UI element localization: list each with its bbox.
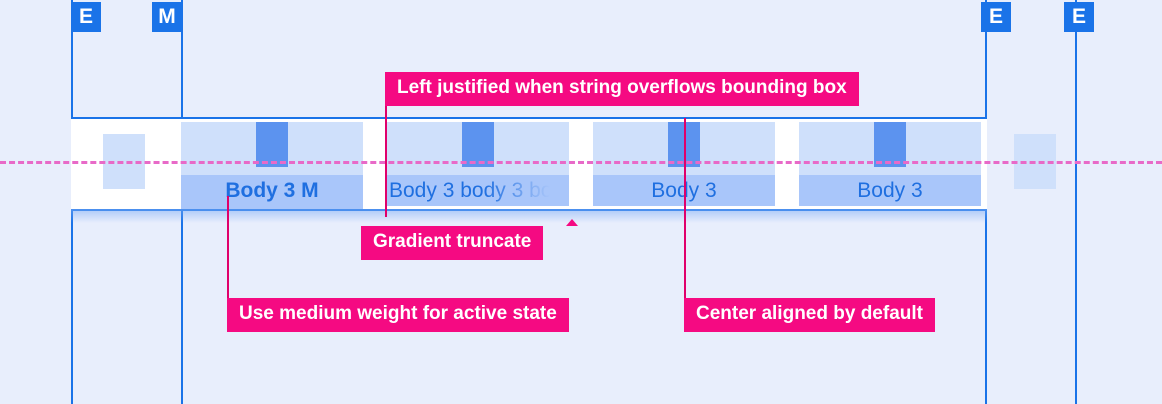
tab-label-text: Body 3 [651,179,717,202]
leader-line-medium-weight [227,196,229,299]
tab-item-1[interactable]: Body 3 M [181,122,363,209]
annotation-center-aligned: Center aligned by default [684,298,935,332]
tab-label-row: Body 3 M [181,167,363,206]
spacing-badge-e-right-outer: E [1064,2,1094,32]
tab-active-underline [181,206,363,209]
spacing-badge-e-right-inner: E [981,2,1011,32]
annotation-gradient-truncate: Gradient truncate [361,226,544,260]
tab-icon-row [387,122,569,167]
tab-label-row: Body 3 [799,167,981,206]
vertical-center-guide [0,161,1162,164]
annotation-medium-weight: Use medium weight for active state [227,298,569,332]
tab-icon-placeholder-icon [256,122,288,167]
spacing-badge-m-left-inner: M [152,2,182,32]
tab-icon-placeholder-icon [462,122,494,167]
leader-line-center-aligned [684,118,686,299]
leader-line-left-justified [385,105,387,217]
spacing-badge-e-left-outer: E [71,2,101,32]
tab-label-background [799,175,981,206]
tab-item-4[interactable]: Body 3 [799,122,981,206]
annotation-gradient-truncate-notch [566,219,578,226]
tab-label-row: Body 3 body 3 body 3 [387,167,569,206]
tab-label-background [181,175,363,206]
component-band-glow [71,209,987,223]
guide-rail-right-outer [1075,0,1077,404]
tab-item-2[interactable]: Body 3 body 3 body 3 [387,122,569,206]
tab-label-text: Body 3 M [225,179,319,202]
tab-label-text: Body 3 [857,179,923,202]
tab-icon-row [799,122,981,167]
tab-icon-placeholder-icon [874,122,906,167]
tab-label-text: Body 3 body 3 body 3 [389,179,569,202]
annotation-left-justified: Left justified when string overflows bou… [385,72,859,106]
tab-icon-row [181,122,363,167]
